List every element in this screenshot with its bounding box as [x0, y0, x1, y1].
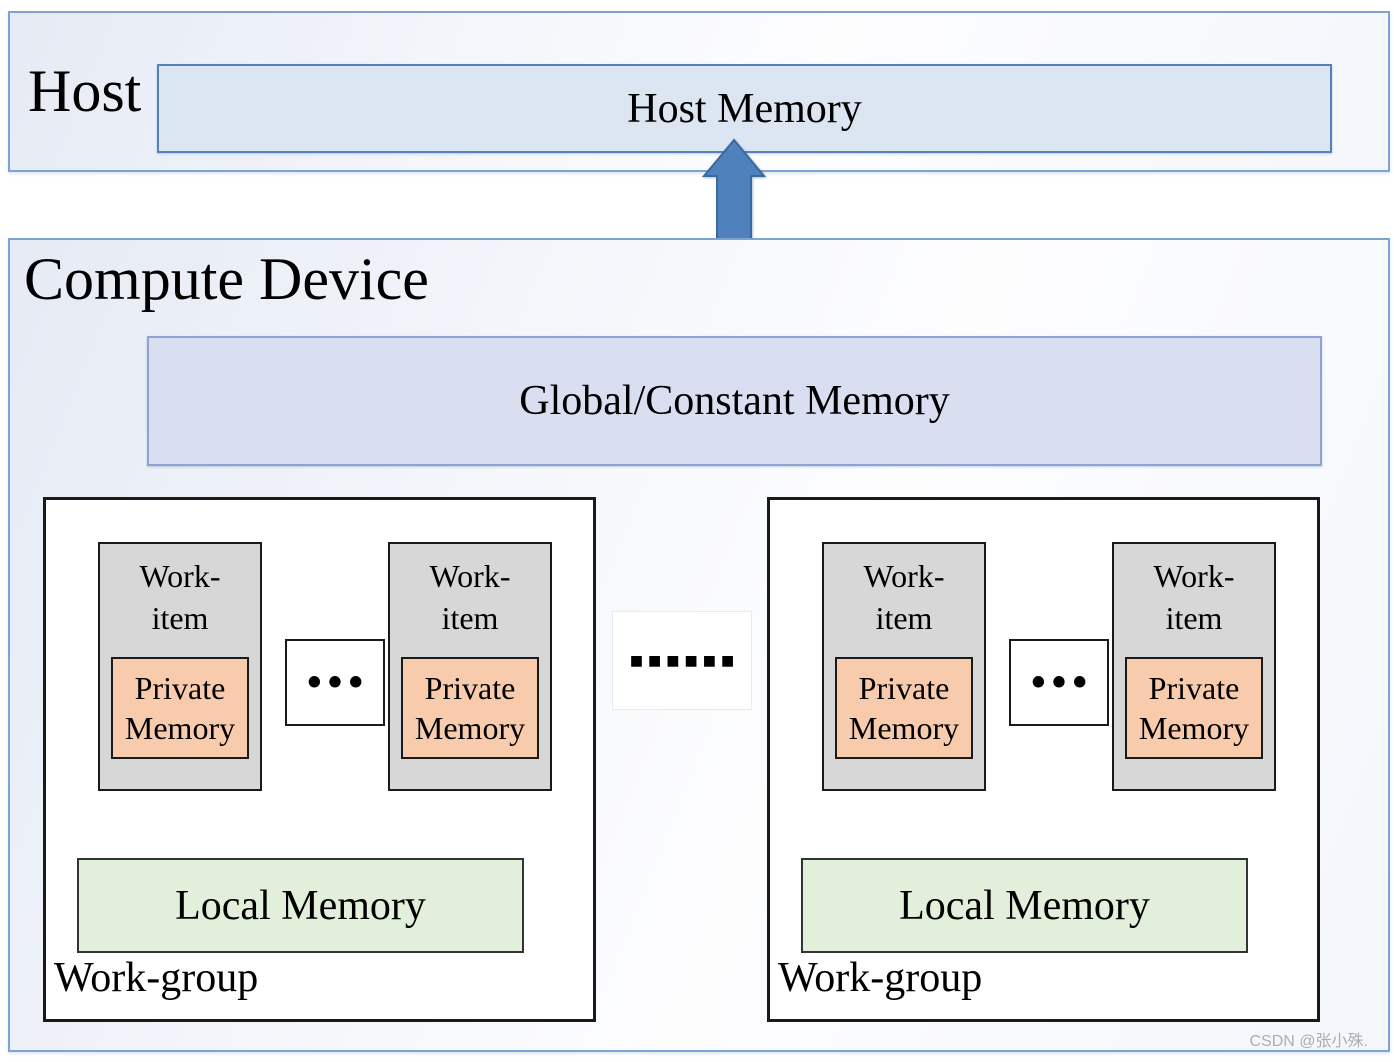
work-item: Work- item Private Memory: [98, 542, 262, 791]
host-label: Host: [28, 58, 142, 124]
work-group-2: Work- item Private Memory ••• Work- item…: [767, 497, 1320, 1022]
work-item-label: Work- item: [1153, 558, 1235, 636]
work-item-label: Work- item: [139, 558, 221, 636]
work-item-separator-dots: •••: [285, 639, 385, 726]
local-memory-box: Local Memory: [801, 858, 1248, 953]
work-item-separator-dots: •••: [1009, 639, 1109, 726]
private-memory-box: Private Memory: [1125, 657, 1263, 759]
private-memory-label: Private Memory: [124, 670, 236, 746]
private-memory-box: Private Memory: [835, 657, 973, 759]
host-container: Host Host Memory: [8, 11, 1390, 172]
local-memory-box: Local Memory: [77, 858, 524, 953]
work-item: Work- item Private Memory: [1112, 542, 1276, 791]
work-group-separator-dots: ■■■■■■: [612, 611, 752, 710]
work-item-label: Work- item: [429, 558, 511, 636]
compute-device-label: Compute Device: [24, 246, 429, 312]
private-memory-label: Private Memory: [414, 670, 526, 746]
private-memory-box: Private Memory: [111, 657, 249, 759]
local-memory-label: Local Memory: [175, 882, 426, 929]
work-item: Work- item Private Memory: [388, 542, 552, 791]
work-item-label: Work- item: [863, 558, 945, 636]
private-memory-label: Private Memory: [1138, 670, 1250, 746]
work-group-label: Work-group: [54, 955, 259, 1001]
global-constant-memory-label: Global/Constant Memory: [519, 378, 950, 424]
host-memory-label: Host Memory: [627, 85, 862, 132]
private-memory-box: Private Memory: [401, 657, 539, 759]
global-constant-memory-box: Global/Constant Memory: [147, 336, 1322, 466]
work-group-1: Work- item Private Memory ••• Work- item…: [43, 497, 596, 1022]
work-group-label: Work-group: [778, 955, 983, 1001]
watermark: CSDN @张小殊.: [1249, 1033, 1368, 1050]
host-memory-box: Host Memory: [157, 64, 1332, 153]
local-memory-label: Local Memory: [899, 882, 1150, 929]
private-memory-label: Private Memory: [848, 670, 960, 746]
work-item: Work- item Private Memory: [822, 542, 986, 791]
